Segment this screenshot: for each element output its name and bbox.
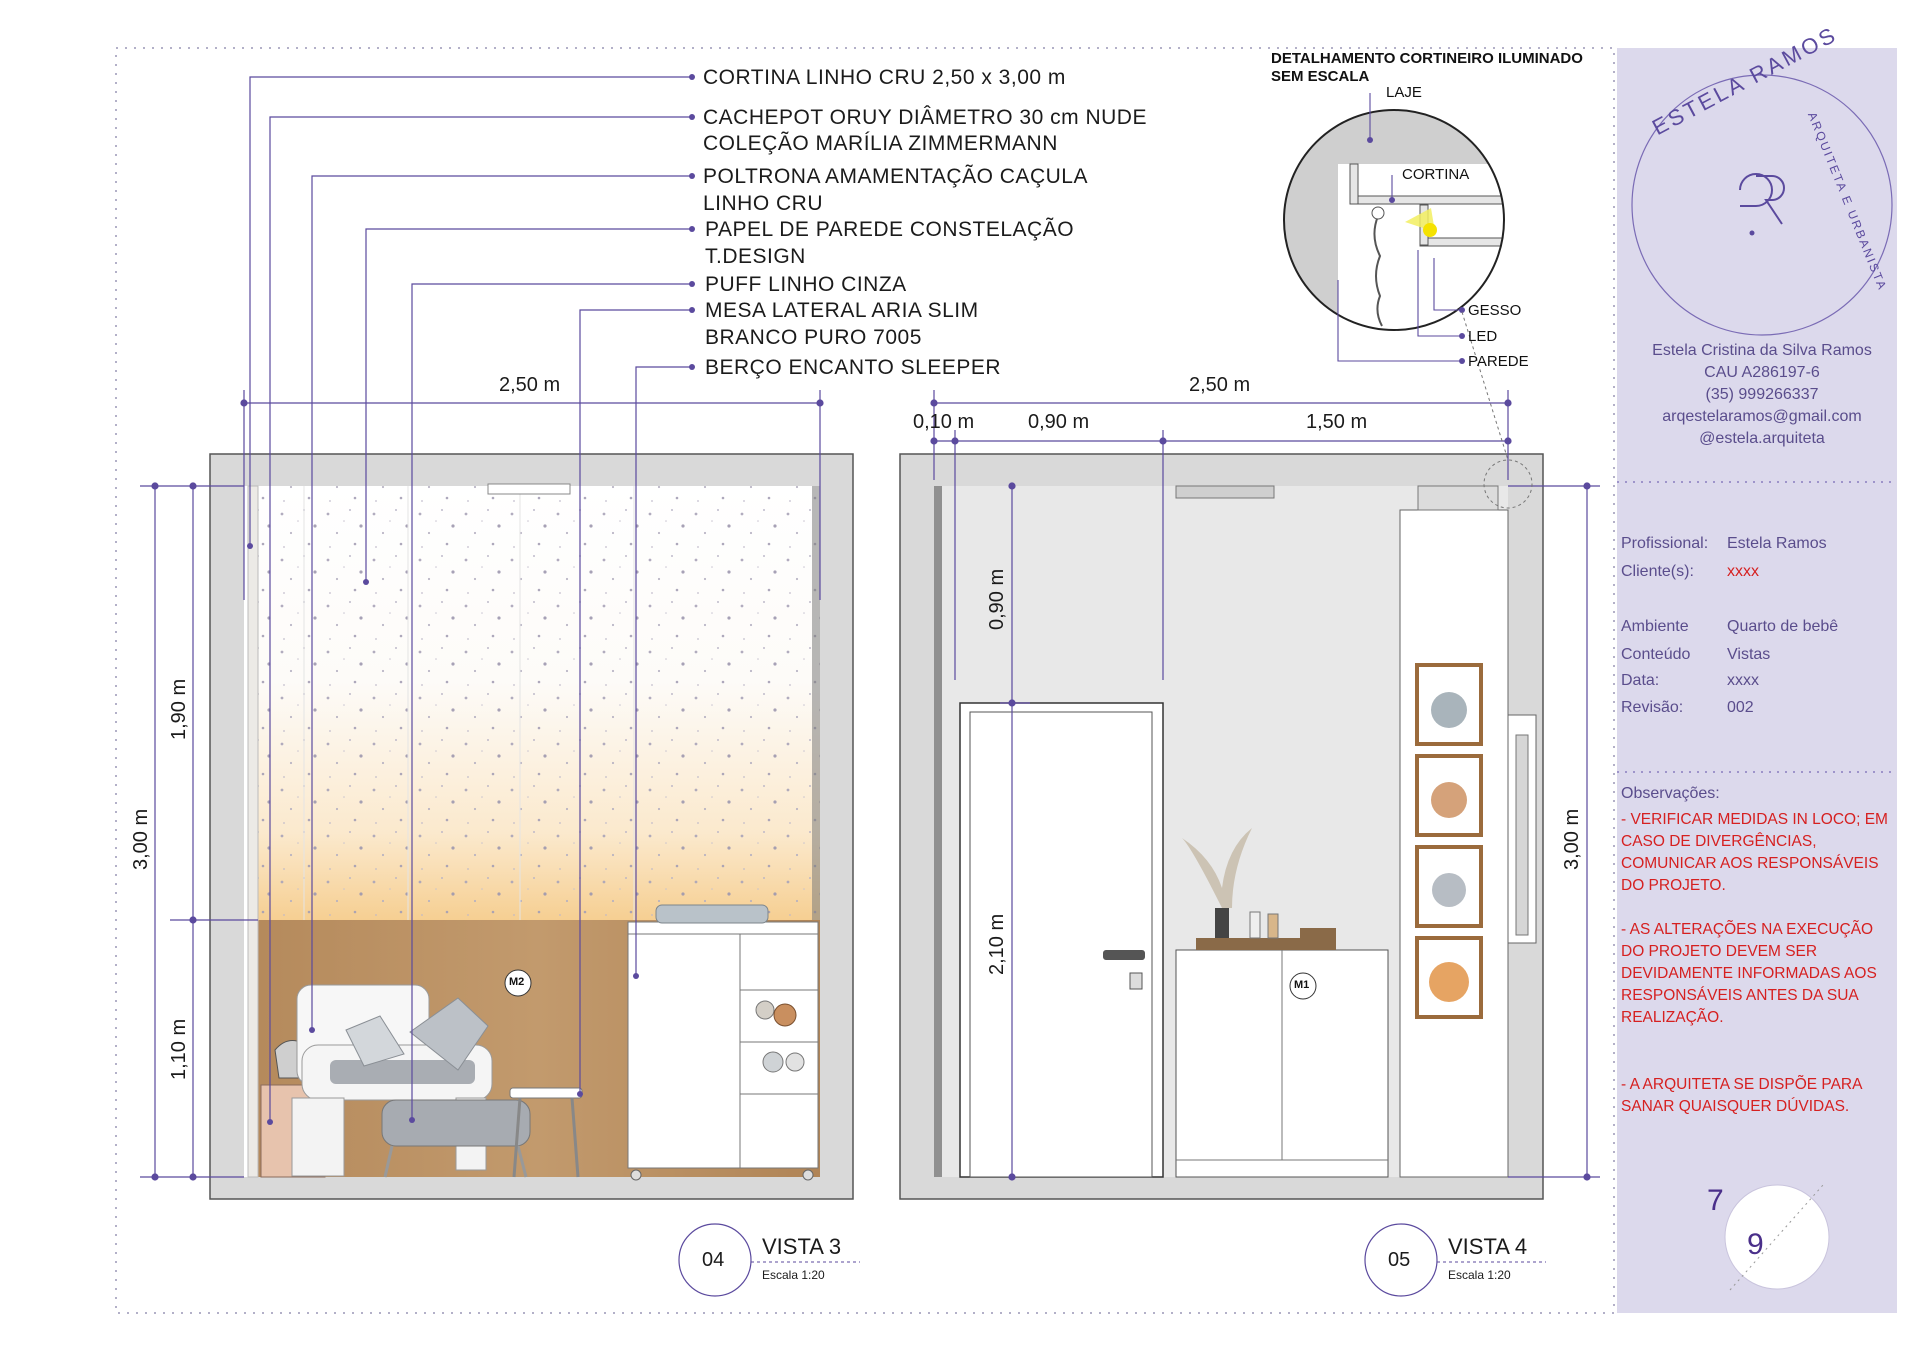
cabinet-m1	[1175, 828, 1389, 1178]
marker-m1-label: M1	[1294, 979, 1310, 991]
info-value-profissional: Estela Ramos	[1727, 535, 1827, 552]
obs-1: - VERIFICAR MEDIDAS IN LOCO; EM CASO DE …	[1621, 811, 1888, 894]
info-label-cliente: Cliente(s):	[1621, 563, 1694, 580]
vista-4-drawing	[899, 453, 1544, 1200]
dim-v4-width: 2,50 m	[1189, 374, 1251, 396]
label-papel-2: T.DESIGN	[705, 245, 806, 268]
puff	[381, 1099, 531, 1178]
page-total: 9	[1747, 1228, 1764, 1261]
label-cachepot: CACHEPOT ORUY DIÂMETRO 30 cm NUDE	[703, 106, 1147, 129]
info-value-revisao: 002	[1727, 699, 1754, 716]
info-label-revisao: Revisão:	[1621, 699, 1684, 716]
label-poltrona: POLTRONA AMAMENTAÇÃO CAÇULA	[703, 165, 1088, 188]
sidebar-panel	[1617, 48, 1897, 1313]
label-berco: BERÇO ENCANTO SLEEPER	[705, 356, 1002, 379]
label-papel: PAPEL DE PAREDE CONSTELAÇÃO	[705, 218, 1075, 241]
crib	[627, 904, 819, 1181]
contact-instagram[interactable]: @estela.arquiteta	[1699, 430, 1825, 447]
obs-3: - A ARQUITETA SE DISPÕE PARA SANAR QUAIS…	[1621, 1076, 1862, 1115]
sheet-border	[115, 47, 1615, 1314]
dim-v3-lower: 1,10 m	[168, 1018, 190, 1080]
marker-m1	[1289, 972, 1317, 1000]
detail-cortina: CORTINA	[1402, 166, 1470, 183]
info-value-data: xxxx	[1727, 672, 1759, 689]
label-cortina: CORTINA LINHO CRU 2,50 x 3,00 m	[703, 66, 1066, 89]
page-circle	[1724, 1184, 1830, 1290]
contact-email[interactable]: arqestelaramos@gmail.com	[1662, 408, 1862, 425]
dim-v4-a: 0,10 m	[913, 411, 975, 433]
info-label-conteudo: Conteúdo	[1621, 646, 1691, 663]
curtain-detail	[1283, 93, 1505, 364]
leader-dots	[247, 74, 695, 1125]
dim-v4-door: 2,10 m	[986, 913, 1008, 975]
label-mesa: MESA LATERAL ARIA SLIM	[705, 299, 979, 322]
contact-cau: CAU A286197-6	[1704, 364, 1820, 381]
dim-v4-b: 0,90 m	[1028, 411, 1090, 433]
marker-m2	[504, 969, 532, 997]
framed-pictures	[1415, 663, 1483, 1019]
page-current: 7	[1707, 1184, 1724, 1217]
detail-laje: LAJE	[1386, 84, 1422, 101]
door	[959, 702, 1164, 1178]
detail-gesso: GESSO	[1468, 302, 1522, 319]
logo-monogram	[1739, 173, 1785, 225]
wall-cabinet-column	[1399, 509, 1509, 1178]
detail-led: LED	[1468, 328, 1498, 345]
curtain	[247, 485, 259, 1178]
info-value-cliente: xxxx	[1727, 563, 1759, 580]
view-4-title: VISTA 4	[1448, 1234, 1528, 1259]
info-label-ambiente: Ambiente	[1621, 618, 1689, 635]
detail-parede: PAREDE	[1468, 353, 1529, 370]
info-value-ambiente: Quarto de bebê	[1727, 618, 1839, 635]
dim-v4-height: 3,00 m	[1561, 808, 1583, 870]
marker-m2-label: M2	[509, 976, 525, 988]
view-3-scale: Escala 1:20	[762, 1268, 825, 1282]
dim-v4-door-top: 0,90 m	[986, 568, 1008, 630]
view-3-number: 04	[702, 1249, 725, 1271]
dim-v4-c: 1,50 m	[1306, 411, 1368, 433]
label-puff: PUFF LINHO CINZA	[705, 273, 907, 296]
obs-title: Observações:	[1621, 785, 1720, 802]
info-label-profissional: Profissional:	[1621, 535, 1709, 552]
label-mesa-2: BRANCO PURO 7005	[705, 326, 922, 349]
view-4-number: 05	[1388, 1249, 1411, 1271]
side-table-aria	[509, 1087, 583, 1178]
obs-2: - AS ALTERAÇÕES NA EXECUÇÃO DO PROJETO D…	[1621, 921, 1877, 1026]
dim-v3-width: 2,50 m	[499, 374, 561, 396]
contact-name: Estela Cristina da Silva Ramos	[1652, 342, 1872, 359]
info-label-data: Data:	[1621, 672, 1660, 689]
detail-title: DETALHAMENTO CORTINEIRO ILUMINADO	[1271, 50, 1583, 67]
dim-v3-height: 3,00 m	[130, 808, 152, 870]
label-cachepot-2: COLEÇÃO MARÍLIA ZIMMERMANN	[703, 132, 1058, 155]
view-3-title: VISTA 3	[762, 1234, 842, 1259]
dimension-lines	[140, 390, 1600, 1181]
info-value-conteudo: Vistas	[1727, 646, 1771, 663]
leader-lines	[249, 76, 692, 1122]
label-poltrona-2: LINHO CRU	[703, 192, 824, 215]
contact-phone: (35) 999266337	[1705, 386, 1819, 403]
vista-3-drawing	[209, 453, 854, 1200]
dim-v3-upper: 1,90 m	[168, 678, 190, 740]
view-4-scale: Escala 1:20	[1448, 1268, 1511, 1282]
logo-circle	[1631, 74, 1893, 336]
detail-subtitle: SEM ESCALA	[1271, 68, 1370, 85]
